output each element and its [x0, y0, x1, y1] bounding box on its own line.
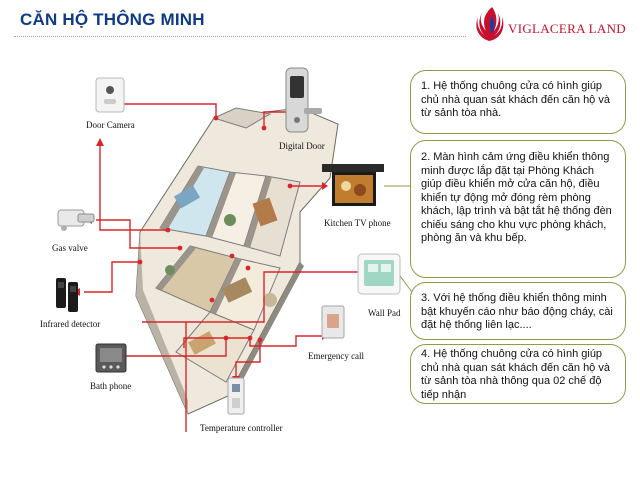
wall-pad-label: Wall Pad	[368, 308, 401, 318]
kitchen-tv-phone-icon	[322, 164, 384, 206]
leader-lines	[84, 103, 358, 432]
door-camera-icon	[95, 77, 125, 113]
gas-valve-label: Gas valve	[52, 243, 88, 253]
page-title: CĂN HỘ THÔNG MINH	[20, 10, 205, 29]
door-camera-label: Door Camera	[86, 120, 135, 130]
apartment-illustration	[135, 107, 339, 415]
digital-door-lock-icon	[285, 67, 322, 133]
temperature-controller-label: Temperature controller	[200, 423, 283, 433]
emergency-call-icon	[321, 305, 345, 339]
logo-text: VIGLACERA LAND	[508, 21, 626, 36]
info-box-3: 3. Với hệ thống điều khiển thông minh bậ…	[410, 282, 626, 340]
room-markers	[137, 115, 293, 343]
kitchen-tv-phone-label: Kitchen TV phone	[324, 218, 391, 228]
info-box-2: 2. Màn hình cảm ứng điều khiển thông min…	[410, 140, 626, 278]
digital-door-label: Digital Door	[279, 141, 325, 151]
infrared-detector-icon	[56, 278, 78, 312]
bath-phone-icon	[95, 343, 127, 373]
box-connectors	[384, 185, 413, 293]
title-divider	[14, 36, 466, 37]
infrared-detector-label: Infrared detector	[40, 319, 101, 329]
info-box-1: 1. Hệ thống chuông cửa có hình giúp chủ …	[410, 70, 626, 134]
info-box-4: 4. Hệ thống chuông cửa có hình giúp chủ …	[410, 344, 626, 404]
wall-pad-icon	[357, 253, 401, 295]
emergency-call-label: Emergency call	[308, 351, 365, 361]
bath-phone-label: Bath phone	[90, 381, 132, 391]
viglacera-logo	[476, 7, 504, 41]
gas-valve-icon	[57, 209, 95, 231]
temperature-controller-icon	[227, 377, 245, 415]
